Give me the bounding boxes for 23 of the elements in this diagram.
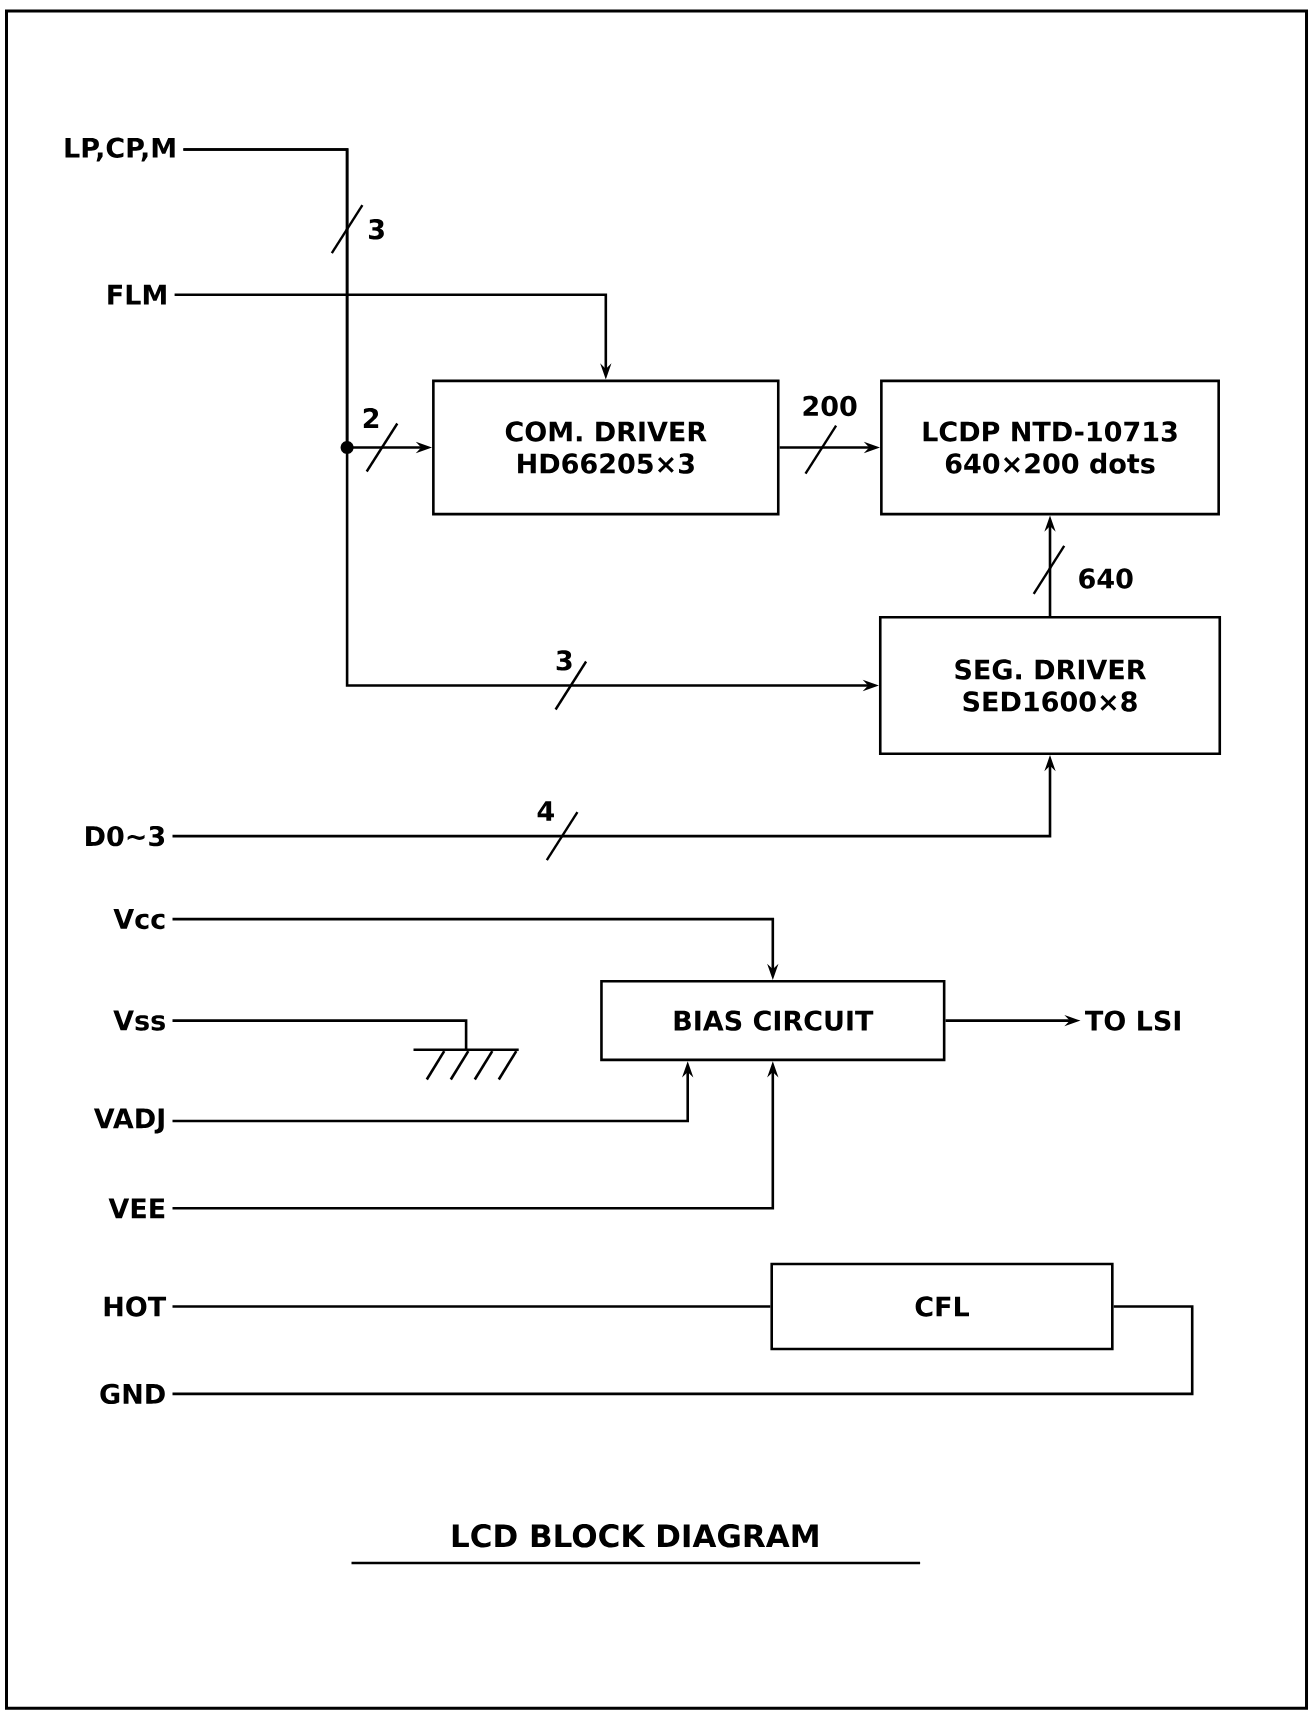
signal-name: Vcc [113,909,165,930]
signal-name: LP,CP,M [65,137,175,162]
block-box: CFL [770,1262,1114,1351]
bus-width-label: 2 [359,406,383,430]
signal-name: GND [100,1383,165,1405]
output-label: TO LSI [1085,1010,1180,1031]
bus-width-label: 4 [534,799,558,823]
bus-width-label: 200 [799,393,860,419]
title: LCD BLOCK DIAGRAM [351,1524,921,1565]
block-box: COM. DRIVER HD66205×3 [432,379,780,516]
signal-name: Vss [113,1010,165,1031]
signal-name: FLM [108,284,166,305]
ground-symbol [413,1048,519,1081]
block-box: BIAS CIRCUIT [600,980,946,1062]
signal-name: VADJ [93,1108,164,1134]
signal-name: VEE [108,1198,165,1219]
signal-name: HOT [104,1296,167,1317]
signal-name: D0∼3 [86,825,165,847]
bus-width-label: 3 [365,217,388,242]
block-box: LCDP NTD-10713 640×200 dots [880,379,1220,516]
bus-width-label: 640 [1075,566,1136,591]
block-box: SEG. DRIVER SED1600×8 [878,616,1222,755]
bus-width-label: 3 [552,648,576,673]
